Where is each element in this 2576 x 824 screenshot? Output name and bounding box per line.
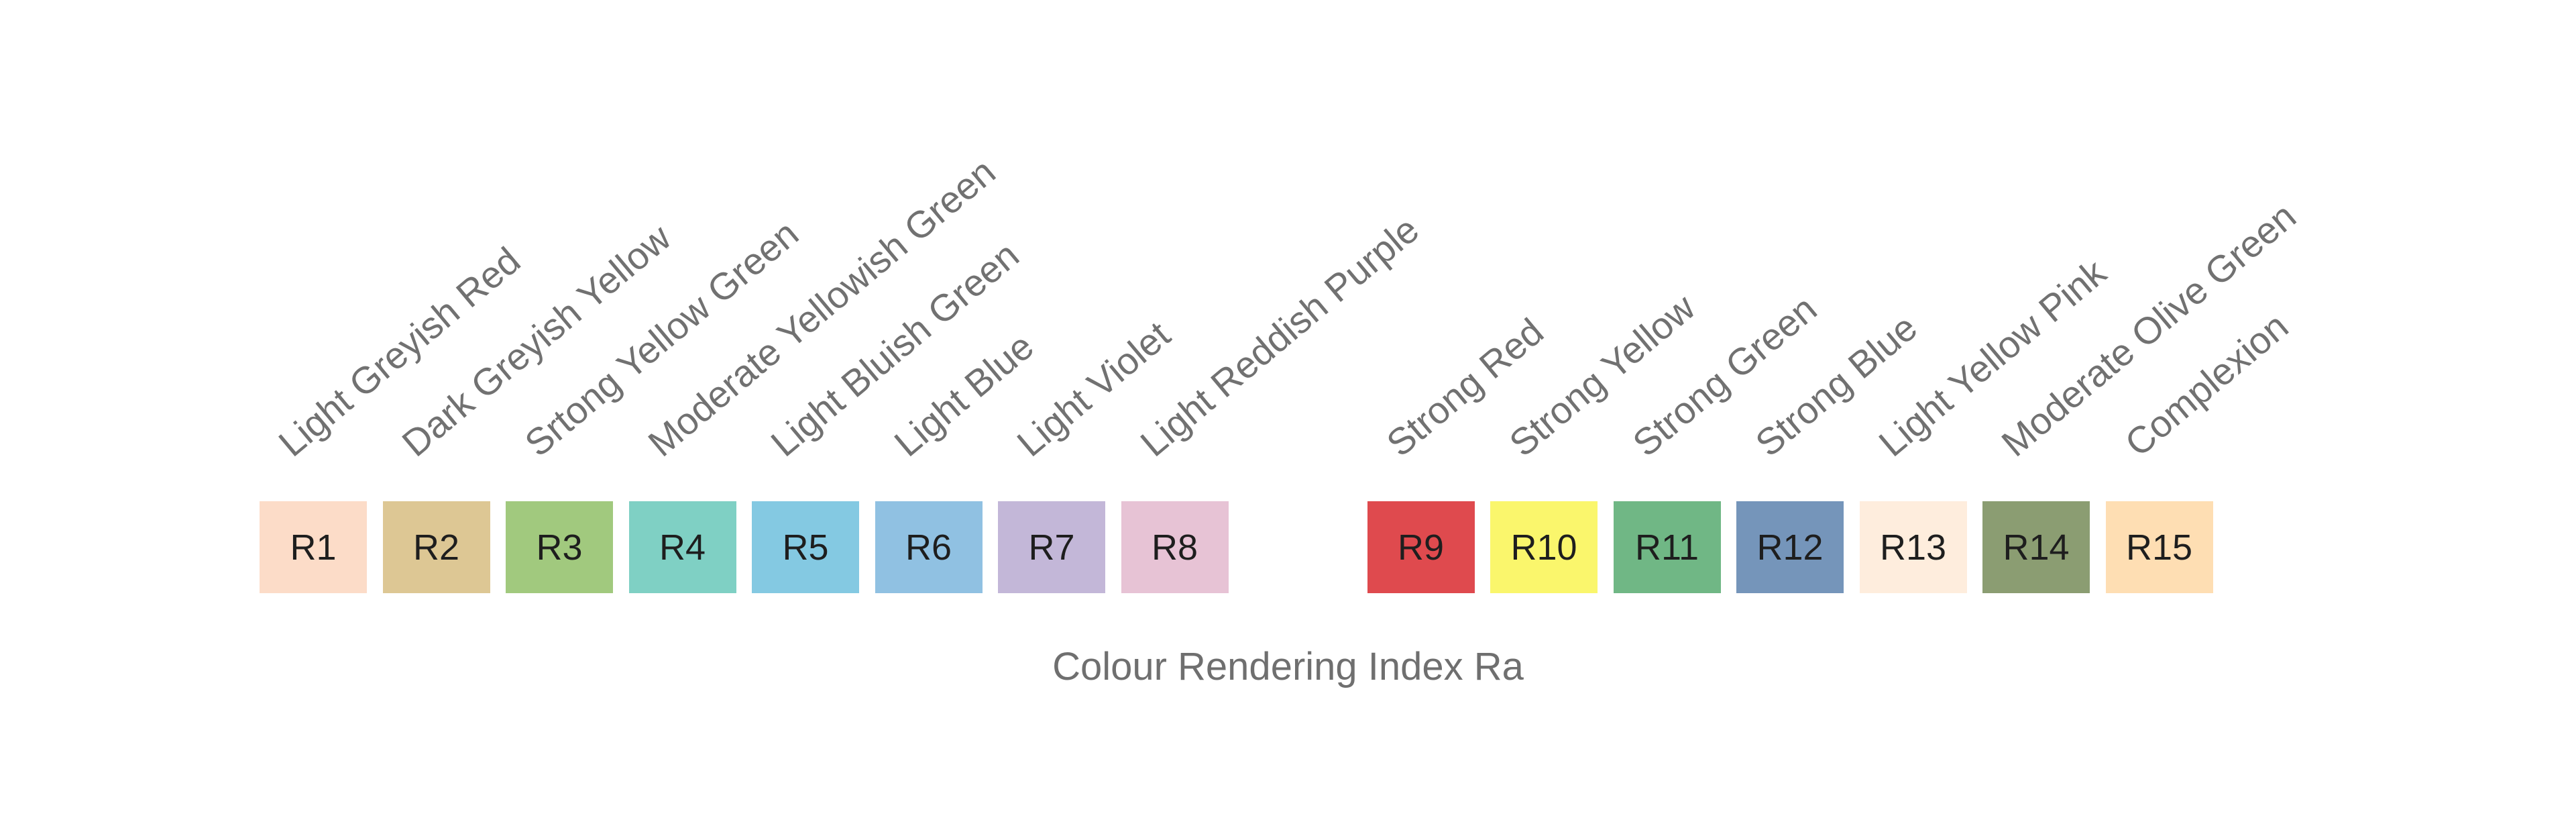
color-swatch-r12: R12: [1736, 501, 1844, 593]
swatch-label-r8: Light Reddish Purple: [1131, 207, 1426, 465]
swatch-code: R12: [1756, 527, 1824, 568]
swatch-code: R9: [1397, 527, 1445, 568]
color-swatch-r2: R2: [382, 501, 490, 593]
color-swatch-r1: R1: [260, 501, 367, 593]
color-swatch-r13: R13: [1859, 501, 1967, 593]
color-swatch-r5: R5: [752, 501, 859, 593]
color-swatch-r11: R11: [1613, 501, 1721, 593]
swatch-code: R13: [1879, 527, 1947, 568]
swatch-code: R6: [905, 527, 952, 568]
swatch-code: R4: [659, 527, 706, 568]
swatch-code: R14: [2003, 527, 2070, 568]
swatch-code: R15: [2125, 527, 2193, 568]
swatch-code: R8: [1151, 527, 1198, 568]
swatch-code: R5: [782, 527, 829, 568]
color-swatch-r6: R6: [875, 501, 983, 593]
swatch-code: R11: [1634, 527, 1699, 568]
swatch-label-r13: Light Yellow Pink: [1870, 250, 2114, 465]
color-swatch-r3: R3: [506, 501, 613, 593]
swatch-code: R7: [1028, 527, 1075, 568]
swatch-code: R3: [536, 527, 583, 568]
color-swatch-r9: R9: [1367, 501, 1475, 593]
diagram-caption: Colour Rendering Index Ra: [1052, 645, 1524, 688]
swatch-code: R2: [412, 527, 460, 568]
swatch-code: R10: [1510, 527, 1577, 568]
color-swatch-r8: R8: [1121, 501, 1229, 593]
swatch-code: R1: [290, 527, 337, 568]
color-swatch-r4: R4: [628, 501, 736, 593]
color-swatch-r15: R15: [2105, 501, 2213, 593]
color-swatch-r14: R14: [1982, 501, 2090, 593]
color-swatch-r10: R10: [1490, 501, 1598, 593]
color-swatch-r7: R7: [998, 501, 1105, 593]
